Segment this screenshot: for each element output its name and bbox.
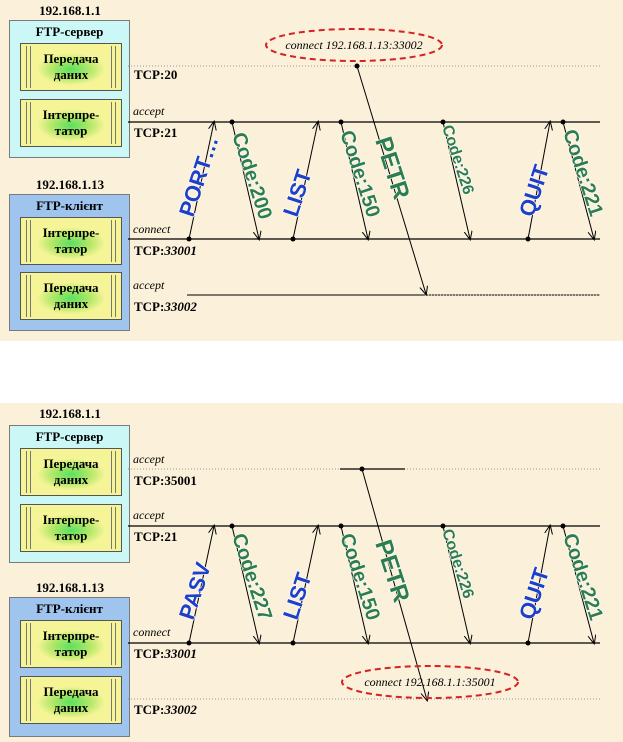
connect-note-text: connect 192.168.1.13:33002 [285,38,422,52]
module-label: Інтерпре-татор [42,628,100,659]
list-dot [290,236,296,242]
module-label: Інтерпре-татор [42,225,100,256]
client-ctrl-port: TCP:33001 [134,646,197,661]
server-ctrl-accept: accept [133,104,165,118]
client-ctrl-connect: connect [133,222,171,236]
server-data-port: TCP:35001 [134,473,197,488]
client-ctrl-connect: connect [133,625,171,639]
code226-dot [440,119,446,125]
code221-dot [560,119,566,125]
connect-note-ellipse [265,28,443,62]
quit-dot [525,640,531,646]
code200-arrow [231,121,259,239]
connect-note-text: connect 192.168.1.1:35001 [364,675,495,689]
server-data-port: TCP:20 [134,67,178,82]
server-interpreter-module: Інтерпре-татор [20,99,122,147]
code227-arrow [231,525,259,643]
cmd-port: PORT… [174,133,223,220]
data-transfer-dot [354,63,360,69]
module-label: Інтерпре-татор [42,512,100,543]
client-data-port: TCP:33002 [134,299,197,314]
code200-dot [229,119,235,125]
client-ip: 192.168.1.13 [35,177,105,192]
client-ip: 192.168.1.13 [35,580,105,595]
pasv-arrow [188,526,214,644]
server-data-accept: accept [133,452,165,466]
port-arrow [188,122,214,240]
cmd-quit: QUIT [514,161,554,219]
code226-arrow [442,525,470,643]
quit-arrow [527,122,550,240]
code150-arrow [340,121,368,239]
resp-code227: Code:227 [227,531,276,623]
cmd-list: LIST [278,166,317,220]
code221-arrow [562,121,594,239]
data-transfer-dot [359,466,365,472]
cmd-pasv: PASV [174,559,216,622]
connect-note-ellipse [341,665,519,699]
resp-code226: Code:226 [438,123,476,197]
cmd-quit: QUIT [514,564,554,622]
client-data-accept: accept [133,278,165,292]
resp-code221: Code:221 [558,127,607,219]
resp-code226: Code:226 [438,527,476,601]
code150-dot [338,119,344,125]
server-ip: 192.168.1.1 [39,406,101,421]
code226-dot [440,523,446,529]
server-interpreter-module: Інтерпре-татор [20,504,122,552]
code226-arrow [442,121,470,239]
server-ctrl-port: TCP:21 [134,125,178,140]
server-ctrl-port: TCP:21 [134,529,178,544]
quit-dot [525,236,531,242]
client-title: FTP-клієнт [36,601,103,616]
client-ctrl-port: TCP:33001 [134,243,197,258]
code221-arrow [562,525,594,643]
resp-code200: Code:200 [227,130,276,222]
client-title: FTP-клієнт [36,198,103,213]
code150-dot [338,523,344,529]
list-arrow [292,526,318,644]
data-transfer-arrow [356,65,426,294]
code221-dot [560,523,566,529]
quit-arrow [527,526,550,644]
server-ip: 192.168.1.1 [39,3,101,18]
list-dot [290,640,296,646]
server-title: FTP-сервер [35,24,104,39]
passive-sequence-diagram: connect 192.168.1.1:35001 PASV Code:227 … [128,466,608,742]
client-interpreter-module: Інтерпре-татор [20,620,122,668]
code227-dot [229,523,235,529]
cmd-list: LIST [278,569,317,623]
data-transfer-arrow [361,468,427,700]
client-data-port: TCP:33002 [134,702,197,717]
server-title: FTP-сервер [35,429,104,444]
list-arrow [292,122,318,240]
resp-code221: Code:221 [558,531,607,623]
port-dot [186,236,192,242]
server-ctrl-accept: accept [133,508,165,522]
active-sequence-diagram: connect 192.168.1.13:33002 PORT… Code:20… [128,28,608,341]
client-interpreter-module: Інтерпре-татор [20,217,122,265]
code150-arrow [340,525,368,643]
module-label: Інтерпре-татор [42,107,100,138]
pasv-dot [186,640,192,646]
